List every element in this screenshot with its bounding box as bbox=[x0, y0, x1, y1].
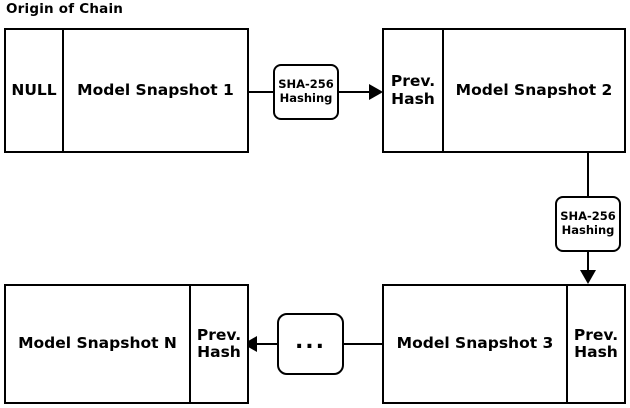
snapshot-1-null-cell: NULL bbox=[11, 80, 57, 99]
hash-node-1-line2: Hashing bbox=[279, 91, 333, 105]
snapshot-2-prev-hash-line2: Hash bbox=[391, 89, 435, 108]
snapshot-n-prev-hash-line1: Prev. bbox=[196, 325, 242, 344]
connector-snapshot3-to-ellipsis bbox=[344, 343, 382, 345]
snapshot-3-prev-hash-line1: Prev. bbox=[573, 325, 619, 344]
arrowhead-to-snapshotN bbox=[243, 336, 257, 352]
snapshot-2-prev-hash-cell: Prev. Hash bbox=[384, 30, 442, 151]
hash-node-2: SHA-256 Hashing bbox=[555, 196, 621, 252]
connector-snapshot1-to-hash1 bbox=[249, 91, 273, 93]
block-snapshot-1: NULL Model Snapshot 1 bbox=[4, 28, 249, 153]
connector-snapshot2-to-hash2 bbox=[587, 153, 589, 196]
block-snapshot-3: Model Snapshot 3 Prev. Hash bbox=[382, 284, 626, 404]
hash-node-2-line1: SHA-256 bbox=[560, 209, 616, 224]
snapshot-3-prev-hash-line2: Hash bbox=[574, 343, 618, 361]
snapshot-3-label: Model Snapshot 3 bbox=[396, 334, 554, 353]
connector-hash1-to-snapshot2 bbox=[339, 91, 375, 93]
page-title: Origin of Chain bbox=[6, 1, 124, 17]
connector-ellipsis-to-snapshotN bbox=[243, 343, 277, 345]
hash-node-1-line1: SHA-256 bbox=[278, 77, 334, 92]
block-snapshot-2: Prev. Hash Model Snapshot 2 bbox=[382, 28, 626, 153]
snapshot-n-label: Model Snapshot N bbox=[18, 334, 177, 353]
snapshot-2-prev-hash-line1: Prev. bbox=[390, 72, 436, 91]
arrowhead-to-snapshot3 bbox=[580, 270, 596, 284]
snapshot-1-label: Model Snapshot 1 bbox=[62, 30, 247, 151]
snapshot-n-prev-hash-line2: Hash bbox=[197, 343, 241, 361]
ellipsis-node: ... bbox=[277, 313, 344, 375]
snapshot-2-label: Model Snapshot 2 bbox=[442, 30, 624, 151]
connector-hash2-to-snapshot3 bbox=[587, 252, 589, 276]
snapshot-3-prev-hash-cell: Prev. Hash bbox=[566, 286, 624, 402]
arrowhead-to-snapshot2 bbox=[369, 84, 383, 100]
hash-node-1: SHA-256 Hashing bbox=[273, 64, 339, 120]
block-snapshot-n: Model Snapshot N Prev. Hash bbox=[4, 284, 249, 404]
snapshot-n-prev-hash-cell: Prev. Hash bbox=[189, 286, 247, 402]
hash-node-2-line2: Hashing bbox=[561, 223, 615, 237]
